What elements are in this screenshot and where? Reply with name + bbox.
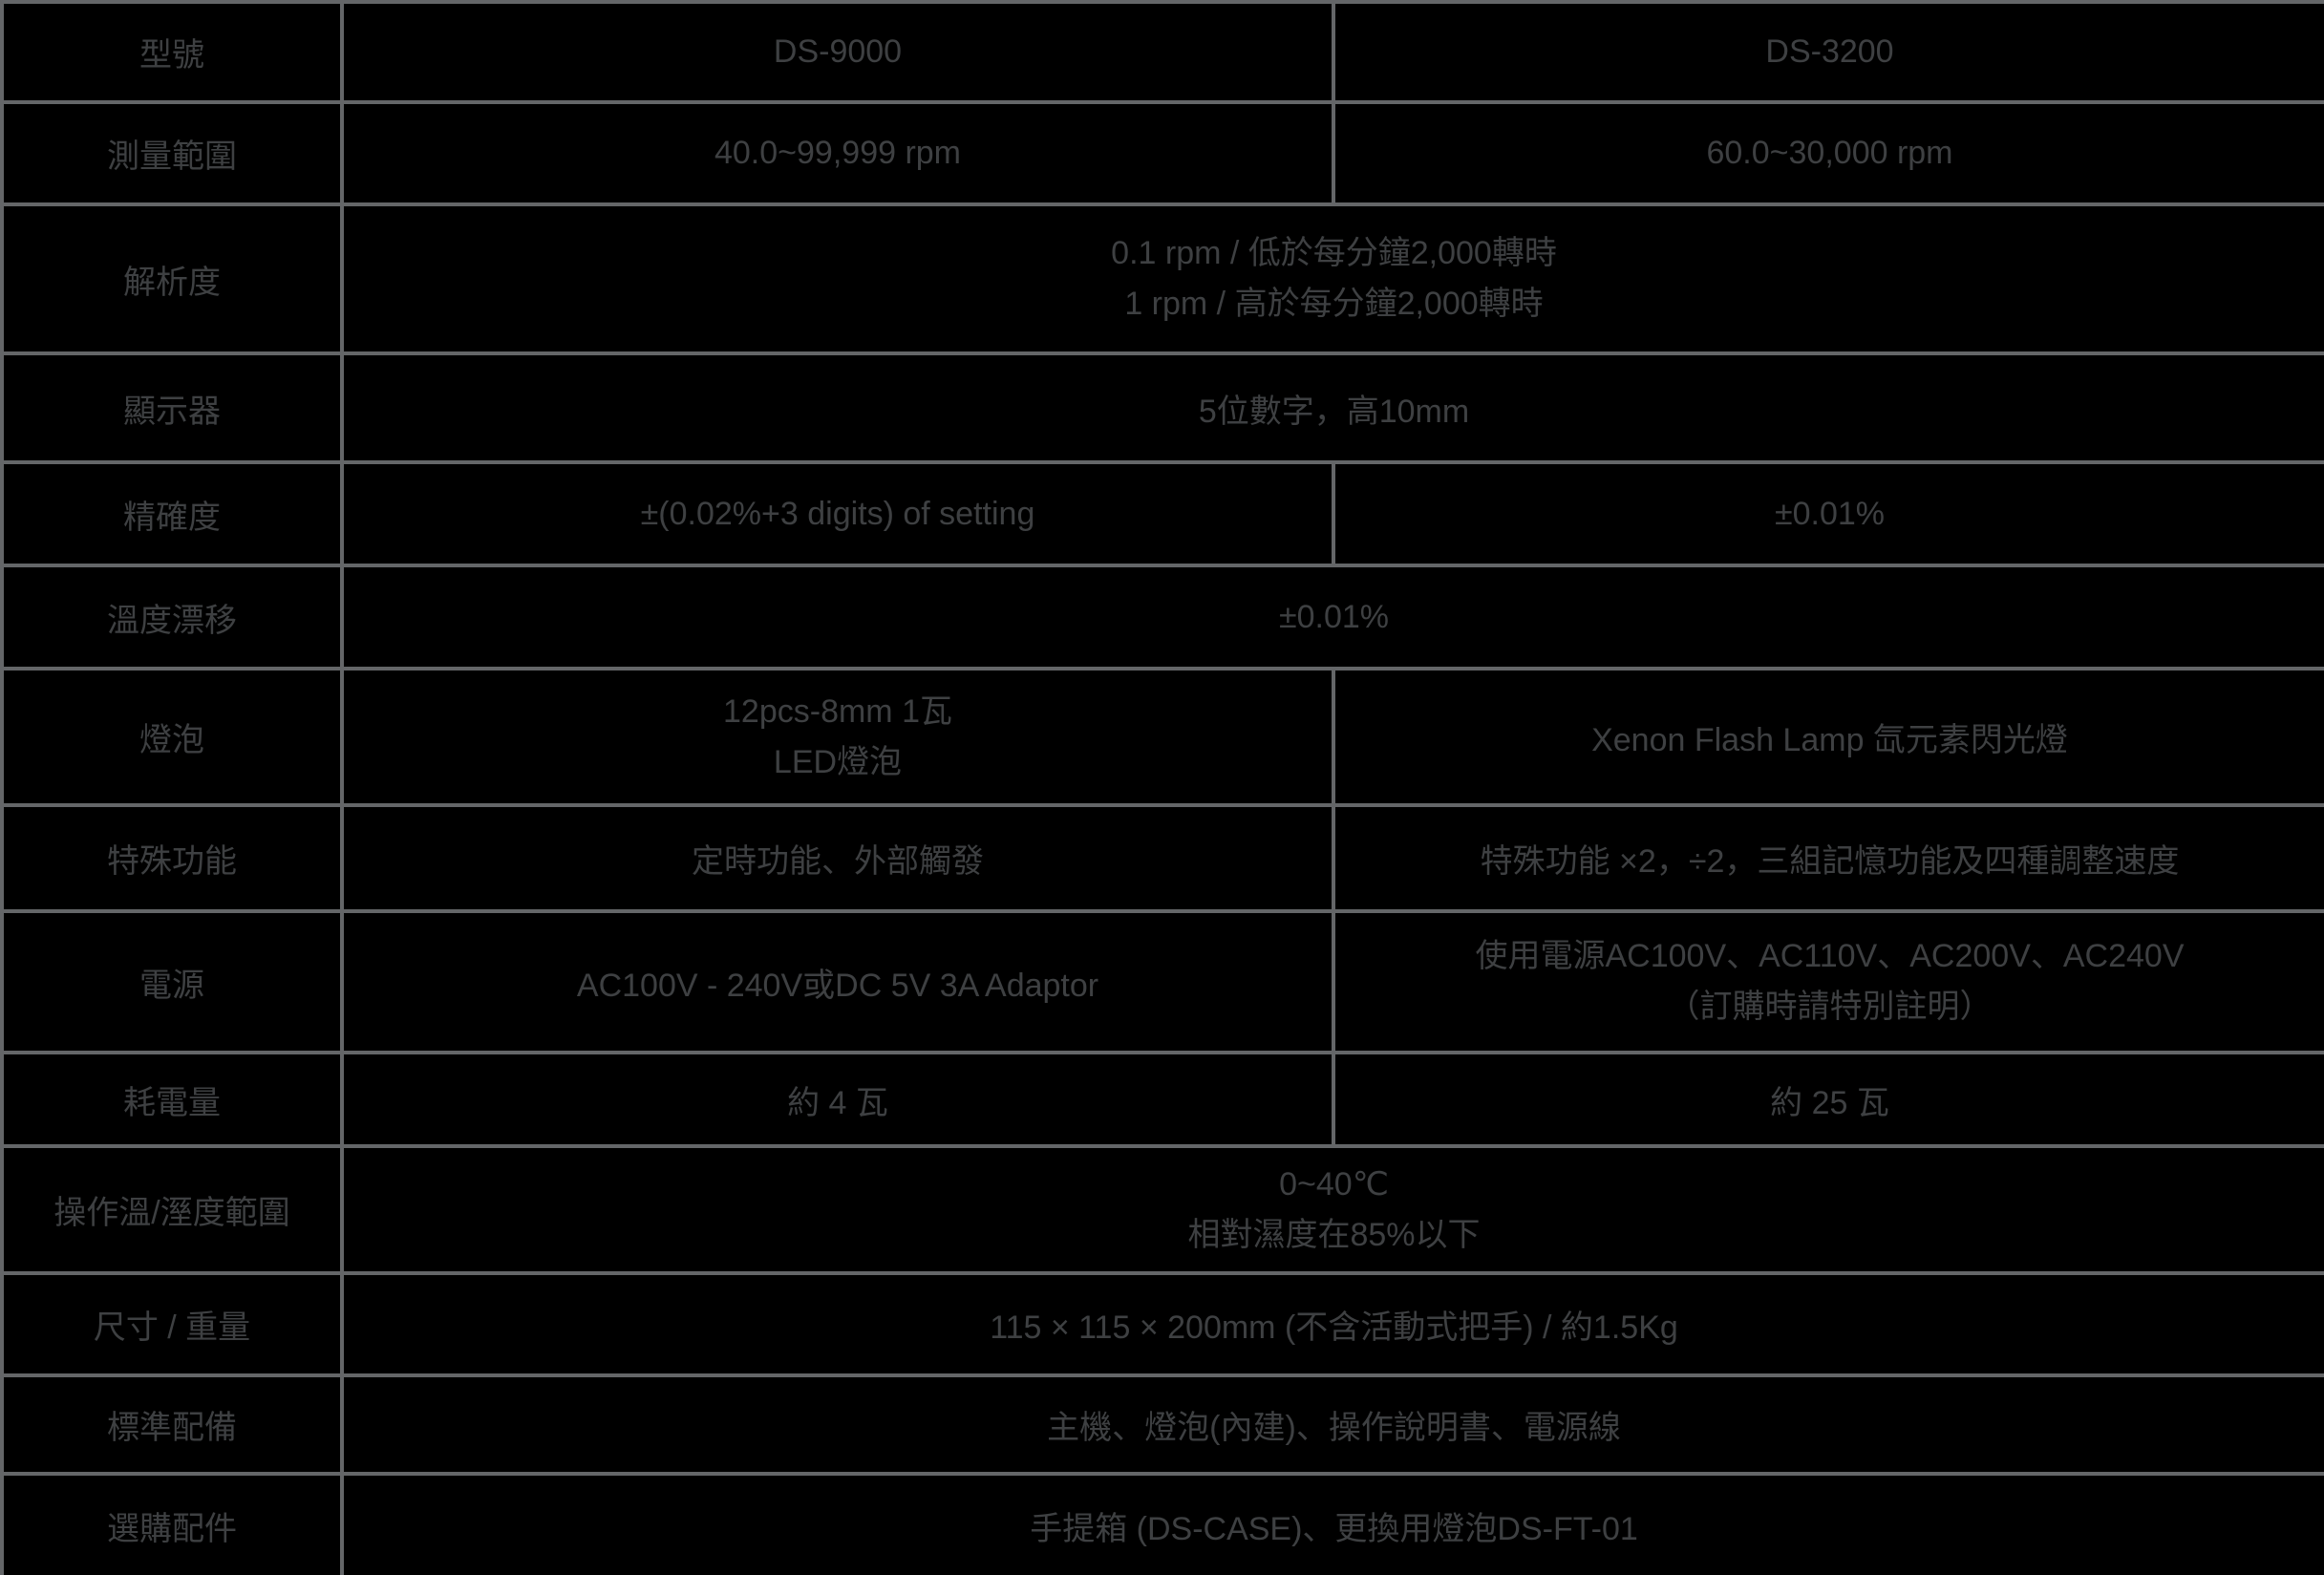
spec-value-power-supply-ds3200-line2: （訂購時請特別註明） (1667, 989, 1993, 1025)
spec-label-measuring-range: 測量範圍 (0, 100, 344, 206)
spec-label-resolution: 解析度 (0, 202, 344, 355)
spec-value-power-supply-ds9000: AC100V - 240V或DC 5V 3A Adaptor (340, 909, 1335, 1054)
spec-row-standard-accessories: 標準配備 主機、燈泡(內建)、操作說明書、電源線 (0, 1373, 2324, 1476)
spec-value-optional-accessories-merged: 手提箱 (DS-CASE)、更換用燈泡DS-FT-01 (340, 1472, 2324, 1575)
spec-value-special-functions-ds3200: 特殊功能 ×2，÷2，三組記憶功能及四種調整速度 (1332, 803, 2324, 913)
spec-value-lamp-ds3200: Xenon Flash Lamp 氙元素閃光燈 (1332, 667, 2324, 807)
spec-value-power-consumption-ds9000: 約 4 瓦 (340, 1051, 1335, 1148)
spec-label-lamp: 燈泡 (0, 667, 344, 807)
spec-value-resolution-merged: 0.1 rpm / 低於每分鐘2,000轉時 1 rpm / 高於每分鐘2,00… (340, 202, 2324, 355)
spec-value-power-supply-ds3200: 使用電源AC100V、AC110V、AC200V、AC240V （訂購時請特別註… (1332, 909, 2324, 1054)
spec-label-operating-temp-humidity: 操作溫/溼度範圍 (0, 1144, 344, 1275)
spec-value-resolution-line1: 0.1 rpm / 低於每分鐘2,000轉時 (1111, 235, 1557, 272)
spec-value-accuracy-ds9000: ±(0.02%+3 digits) of setting (340, 460, 1335, 567)
spec-row-display: 顯示器 5位數字，高10mm (0, 351, 2324, 464)
spec-label-optional-accessories: 選購配件 (0, 1472, 344, 1575)
spec-value-dimensions-weight-merged: 115 × 115 × 200mm (不含活動式把手) / 約1.5Kg (340, 1271, 2324, 1377)
spec-label-display: 顯示器 (0, 351, 344, 464)
spec-value-model-number-ds9000: DS-9000 (340, 0, 1335, 104)
spec-value-temperature-drift-merged: ±0.01% (340, 564, 2324, 670)
spec-label-power-consumption: 耗電量 (0, 1051, 344, 1148)
spec-row-power-consumption: 耗電量 約 4 瓦 約 25 瓦 (0, 1051, 2324, 1148)
spec-label-temperature-drift: 溫度漂移 (0, 564, 344, 670)
spec-label-standard-accessories: 標準配備 (0, 1373, 344, 1476)
spec-label-special-functions: 特殊功能 (0, 803, 344, 913)
spec-row-measuring-range: 測量範圍 40.0~99,999 rpm 60.0~30,000 rpm (0, 100, 2324, 206)
spec-label-power-supply: 電源 (0, 909, 344, 1054)
spec-value-special-functions-ds9000: 定時功能、外部觸發 (340, 803, 1335, 913)
spec-value-lamp-ds9000: 12pcs-8mm 1瓦 LED燈泡 (340, 667, 1335, 807)
spec-value-power-supply-ds3200-line1: 使用電源AC100V、AC110V、AC200V、AC240V (1475, 938, 2185, 975)
spec-value-operating-temp-humidity-line2: 相對濕度在85%以下 (1187, 1216, 1481, 1253)
spec-value-measuring-range-ds3200: 60.0~30,000 rpm (1332, 100, 2324, 206)
spec-row-model-number: 型號 DS-9000 DS-3200 (0, 0, 2324, 104)
spec-value-power-consumption-ds3200: 約 25 瓦 (1332, 1051, 2324, 1148)
spec-row-dimensions-weight: 尺寸 / 重量 115 × 115 × 200mm (不含活動式把手) / 約1… (0, 1271, 2324, 1377)
spec-row-optional-accessories: 選購配件 手提箱 (DS-CASE)、更換用燈泡DS-FT-01 (0, 1472, 2324, 1575)
spec-row-lamp: 燈泡 12pcs-8mm 1瓦 LED燈泡 Xenon Flash Lamp 氙… (0, 667, 2324, 807)
spec-value-resolution-line2: 1 rpm / 高於每分鐘2,000轉時 (1124, 286, 1544, 322)
spec-value-operating-temp-humidity-line1: 0~40℃ (1279, 1165, 1389, 1203)
spec-value-accuracy-ds3200: ±0.01% (1332, 460, 2324, 567)
spec-value-lamp-ds9000-line2: LED燈泡 (773, 743, 903, 780)
spec-value-measuring-range-ds9000: 40.0~99,999 rpm (340, 100, 1335, 206)
spec-row-operating-temp-humidity: 操作溫/溼度範圍 0~40℃ 相對濕度在85%以下 (0, 1144, 2324, 1275)
spec-value-model-number-ds3200: DS-3200 (1332, 0, 2324, 104)
spec-value-operating-temp-humidity-merged: 0~40℃ 相對濕度在85%以下 (340, 1144, 2324, 1275)
spec-row-temperature-drift: 溫度漂移 ±0.01% (0, 564, 2324, 670)
spec-label-dimensions-weight: 尺寸 / 重量 (0, 1271, 344, 1377)
spec-label-model-number: 型號 (0, 0, 344, 104)
spec-row-special-functions: 特殊功能 定時功能、外部觸發 特殊功能 ×2，÷2，三組記憶功能及四種調整速度 (0, 803, 2324, 913)
spec-label-accuracy: 精確度 (0, 460, 344, 567)
spec-value-lamp-ds9000-line1: 12pcs-8mm 1瓦 (723, 692, 952, 730)
spec-row-power-supply: 電源 AC100V - 240V或DC 5V 3A Adaptor 使用電源AC… (0, 909, 2324, 1054)
spec-row-resolution: 解析度 0.1 rpm / 低於每分鐘2,000轉時 1 rpm / 高於每分鐘… (0, 202, 2324, 355)
spec-value-standard-accessories-merged: 主機、燈泡(內建)、操作說明書、電源線 (340, 1373, 2324, 1476)
spec-value-display-merged: 5位數字，高10mm (340, 351, 2324, 464)
spec-row-accuracy: 精確度 ±(0.02%+3 digits) of setting ±0.01% (0, 460, 2324, 567)
